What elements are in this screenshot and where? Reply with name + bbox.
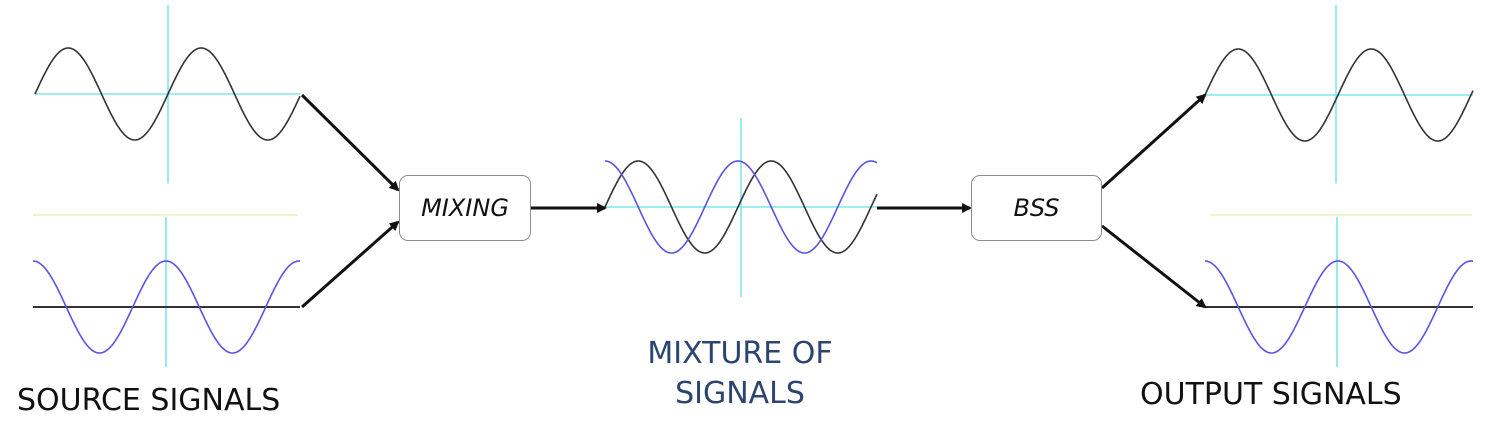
arrow-bss-to-output2 (1101, 224, 1207, 309)
arrow-source2-to-mixing (301, 220, 400, 309)
bss-block-label: BSS (1013, 194, 1060, 222)
bss-block: BSS (971, 175, 1102, 241)
source-signal-2-wave (32, 260, 301, 354)
output-signal-2-wave (1204, 260, 1474, 354)
mixture-caption-line1: MIXTURE OF (647, 336, 833, 371)
mixture-signal-b-wave (604, 160, 878, 254)
mixing-block: MIXING (399, 175, 531, 241)
source-signals-caption: SOURCE SIGNALS (17, 383, 281, 418)
mixture-signal-a-wave (604, 160, 878, 254)
mixture-of-signals-caption: MIXTURE OF SIGNALS (590, 334, 890, 414)
source-signal-1-wave (34, 47, 301, 141)
output-signal-1-wave (1204, 48, 1474, 142)
mixture-caption-line2: SIGNALS (675, 376, 805, 411)
arrow-source1-to-mixing (300, 93, 400, 192)
output-signals-caption: OUTPUT SIGNALS (1140, 377, 1402, 412)
arrow-bss-to-output1 (1100, 93, 1207, 190)
mixing-block-label: MIXING (421, 194, 509, 222)
